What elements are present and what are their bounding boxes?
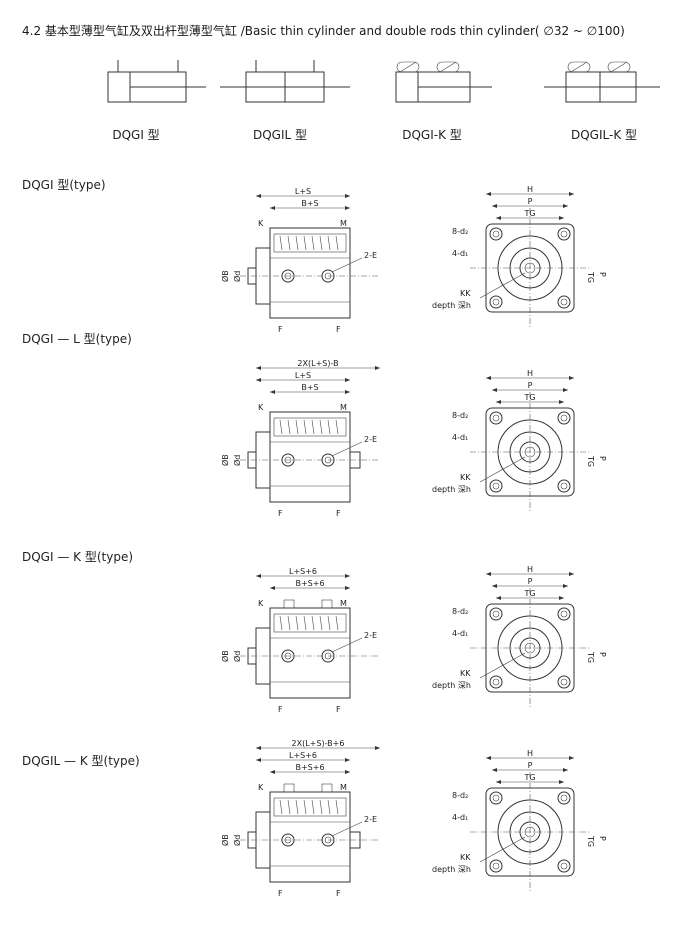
dim-length: L+S [295, 371, 311, 380]
section-title-dqgi-k: DQGI — K 型(type) [22, 550, 134, 564]
bolt-label: 8-d₂ [452, 411, 468, 420]
dim-phi-b: ØB [220, 454, 230, 466]
dim-p-vertical: P [598, 456, 607, 461]
variant-label-dqgi: DQGI 型 [112, 128, 160, 142]
dim-overall: 2X(L+S)-B+6 [292, 739, 345, 748]
dim-m: M [340, 783, 347, 792]
dim-h: H [527, 185, 533, 194]
dim-overall: 2X(L+S)-B [297, 359, 338, 368]
dim-k: K [258, 783, 264, 792]
dim-tg: TG [523, 393, 535, 402]
dim-body: B+S [301, 383, 318, 392]
dim-f-right: F [336, 889, 341, 898]
kk-label: KK [460, 669, 471, 678]
dim-h: H [527, 369, 533, 378]
dim-p: P [528, 381, 533, 390]
hole-label: 4-d₁ [452, 629, 468, 638]
section-title-dqgi-l: DQGI — L 型(type) [22, 332, 132, 346]
kk-label: KK [460, 473, 471, 482]
hole-label: 4-d₁ [452, 433, 468, 442]
depth-label: depth 深h [432, 681, 471, 690]
dim-tg: TG [523, 773, 535, 782]
dim-m: M [340, 599, 347, 608]
dim-length: L+S+6 [289, 751, 317, 760]
dim-p-vertical: P [598, 836, 607, 841]
depth-label: depth 深h [432, 865, 471, 874]
variant-label-dqgil: DQGIL 型 [252, 128, 308, 142]
dim-phi-b: ØB [220, 834, 230, 846]
section-title-dqgi: DQGI 型(type) [22, 178, 106, 192]
dim-tg: TG [523, 209, 535, 218]
variant-thumb-dqgil-k [544, 61, 660, 103]
dim-f-right: F [336, 705, 341, 714]
dim-f-right: F [336, 325, 341, 334]
dim-tg-vertical: TG [586, 651, 595, 663]
variant-thumb-dqgi-k [395, 61, 492, 103]
dim-tg-vertical: TG [586, 271, 595, 283]
depth-label: depth 深h [432, 301, 471, 310]
dim-phi-d: Ød [232, 651, 242, 662]
dim-body: B+S+6 [295, 763, 324, 772]
dim-k: K [258, 219, 264, 228]
dim-f-left: F [278, 325, 283, 334]
dim-p-vertical: P [598, 272, 607, 277]
dim-h: H [527, 749, 533, 758]
dim-phi-b: ØB [220, 270, 230, 282]
dim-body: B+S [301, 199, 318, 208]
dim-p: P [528, 761, 533, 770]
dim-m: M [340, 403, 347, 412]
bolt-label: 8-d₂ [452, 791, 468, 800]
port-label: 2-E [364, 631, 377, 640]
port-label: 2-E [364, 251, 377, 260]
dim-f-left: F [278, 705, 283, 714]
dim-k: K [258, 403, 264, 412]
dim-length: L+S+6 [289, 567, 317, 576]
hole-label: 4-d₁ [452, 813, 468, 822]
dim-phi-d: Ød [232, 455, 242, 466]
dim-tg-vertical: TG [586, 835, 595, 847]
dim-phi-b: ØB [220, 650, 230, 662]
variant-label-dqgi-k: DQGI-K 型 [402, 128, 462, 142]
depth-label: depth 深h [432, 485, 471, 494]
dim-tg: TG [523, 589, 535, 598]
dim-m: M [340, 219, 347, 228]
dim-p: P [528, 577, 533, 586]
section-title-dqgil-k: DQGIL — K 型(type) [22, 754, 140, 768]
variant-thumb-dqgil [220, 60, 350, 103]
dim-length: L+S [295, 187, 311, 196]
dim-f-left: F [278, 509, 283, 518]
dim-tg-vertical: TG [586, 455, 595, 467]
bolt-label: 8-d₂ [452, 607, 468, 616]
hole-label: 4-d₁ [452, 249, 468, 258]
port-label: 2-E [364, 815, 377, 824]
variant-label-dqgil-k: DQGIL-K 型 [570, 128, 637, 142]
dim-h: H [527, 565, 533, 574]
dim-phi-d: Ød [232, 271, 242, 282]
page-heading: 4.2 基本型薄型气缸及双出杆型薄型气缸 /Basic thin cylinde… [22, 24, 625, 38]
dim-k: K [258, 599, 264, 608]
variant-thumb-dqgi [107, 60, 206, 103]
bolt-label: 8-d₂ [452, 227, 468, 236]
port-label: 2-E [364, 435, 377, 444]
dim-body: B+S+6 [295, 579, 324, 588]
dim-f-left: F [278, 889, 283, 898]
dim-f-right: F [336, 509, 341, 518]
dim-phi-d: Ød [232, 835, 242, 846]
kk-label: KK [460, 853, 471, 862]
dim-p: P [528, 197, 533, 206]
dim-p-vertical: P [598, 652, 607, 657]
kk-label: KK [460, 289, 471, 298]
